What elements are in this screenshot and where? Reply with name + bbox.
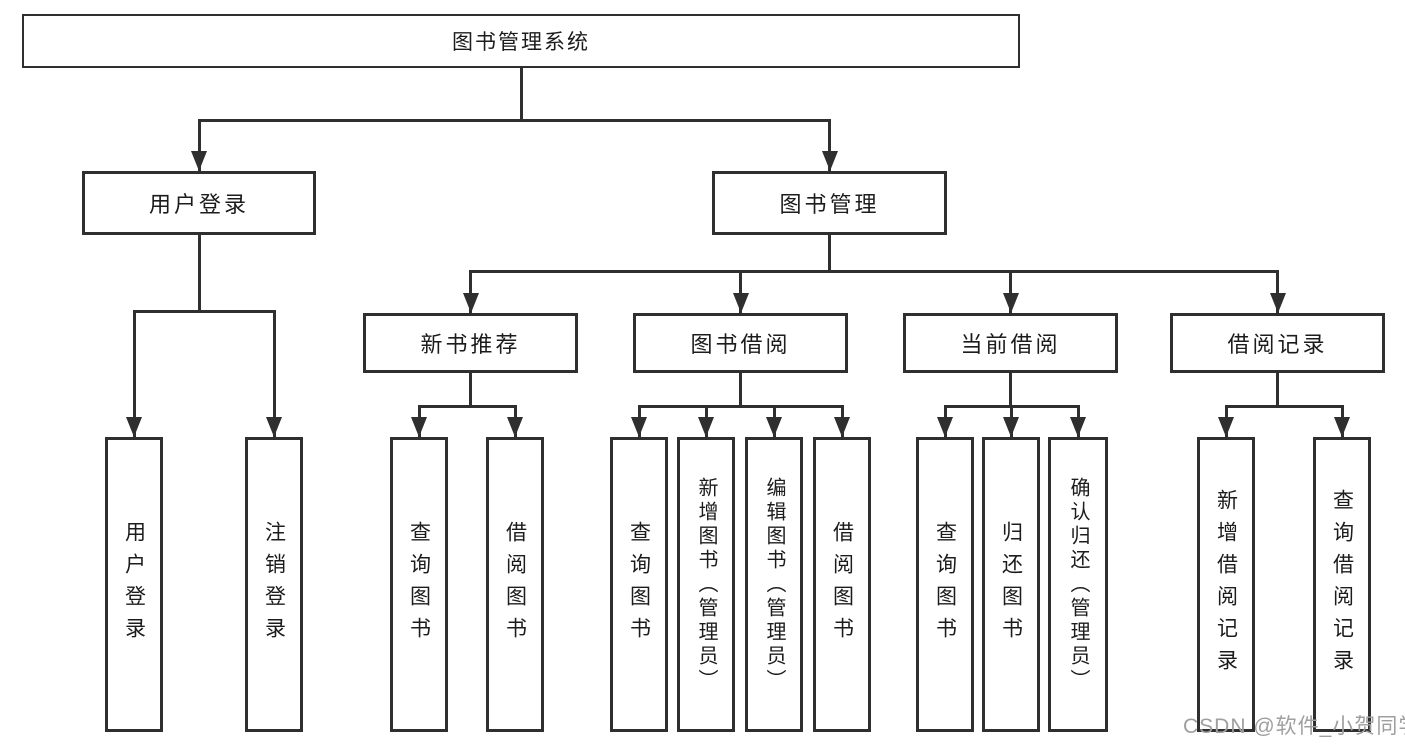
- node-leaf-nbr-query: 查询图书: [390, 437, 448, 732]
- connector-line: [1009, 270, 1012, 313]
- node-leaf-cb-return: 归还图书: [982, 437, 1040, 732]
- node-current-borrow: 当前借阅: [903, 313, 1118, 373]
- node-root: 图书管理系统: [22, 14, 1020, 68]
- connector-line: [1009, 373, 1012, 408]
- arrowhead: [1218, 417, 1234, 437]
- connector-line: [469, 270, 472, 313]
- arrowhead: [126, 417, 142, 437]
- connector-line: [1276, 270, 1279, 313]
- connector-line: [272, 310, 276, 437]
- connector-line: [469, 373, 472, 408]
- connector-line: [469, 270, 1279, 273]
- node-book-borrow: 图书借阅: [633, 313, 848, 373]
- arrowhead: [191, 151, 207, 171]
- node-borrow-records: 借阅记录: [1170, 313, 1385, 373]
- connector-line: [828, 235, 831, 273]
- connector-line: [197, 235, 201, 313]
- arrowhead: [507, 417, 523, 437]
- node-leaf-logout: 注销登录: [245, 437, 303, 732]
- node-leaf-cb-confirm: 确认归还（管理员）: [1048, 437, 1108, 732]
- node-book-mgmt: 图书管理: [712, 171, 947, 235]
- arrowhead: [1070, 417, 1086, 437]
- node-leaf-nbr-borrow: 借阅图书: [486, 437, 544, 732]
- node-leaf-bb-add: 新增图书（管理员）: [677, 437, 735, 732]
- arrowhead: [834, 417, 850, 437]
- arrowhead: [1002, 293, 1019, 313]
- connector-line: [739, 373, 742, 408]
- arrowhead: [1003, 417, 1019, 437]
- arrowhead: [411, 417, 427, 437]
- connector-line: [132, 310, 276, 313]
- node-leaf-cb-query: 查询图书: [916, 437, 974, 732]
- arrowhead: [462, 293, 479, 313]
- connector-line: [132, 310, 136, 437]
- watermark-text: CSDN @软件_小贺同学: [1183, 715, 1405, 738]
- connector-line: [1276, 373, 1279, 408]
- arrowhead: [631, 417, 647, 437]
- node-leaf-user-login: 用户登录: [105, 437, 163, 732]
- arrowhead: [1269, 293, 1286, 313]
- connector-line: [739, 270, 742, 313]
- connector-line: [197, 119, 831, 122]
- arrowhead: [821, 151, 838, 171]
- arrowhead: [732, 293, 749, 313]
- node-leaf-bb-query: 查询图书: [610, 437, 668, 732]
- arrowhead: [937, 417, 953, 437]
- connector-line: [519, 68, 523, 122]
- arrowhead: [766, 417, 782, 437]
- arrowhead: [698, 417, 714, 437]
- connector-line: [1224, 405, 1344, 408]
- connector-line: [197, 119, 201, 171]
- node-leaf-bb-edit: 编辑图书（管理员）: [745, 437, 803, 732]
- node-new-book-rec: 新书推荐: [363, 313, 578, 373]
- node-leaf-bb-borrow: 借阅图书: [813, 437, 871, 732]
- arrowhead: [1334, 417, 1350, 437]
- arrowhead: [266, 417, 282, 437]
- connector-line: [637, 405, 844, 408]
- node-leaf-br-add: 新增借阅记录: [1197, 437, 1255, 732]
- connector-line: [828, 119, 831, 171]
- node-user-login: 用户登录: [82, 171, 316, 235]
- node-leaf-br-query: 查询借阅记录: [1313, 437, 1371, 732]
- connector-line: [417, 405, 517, 408]
